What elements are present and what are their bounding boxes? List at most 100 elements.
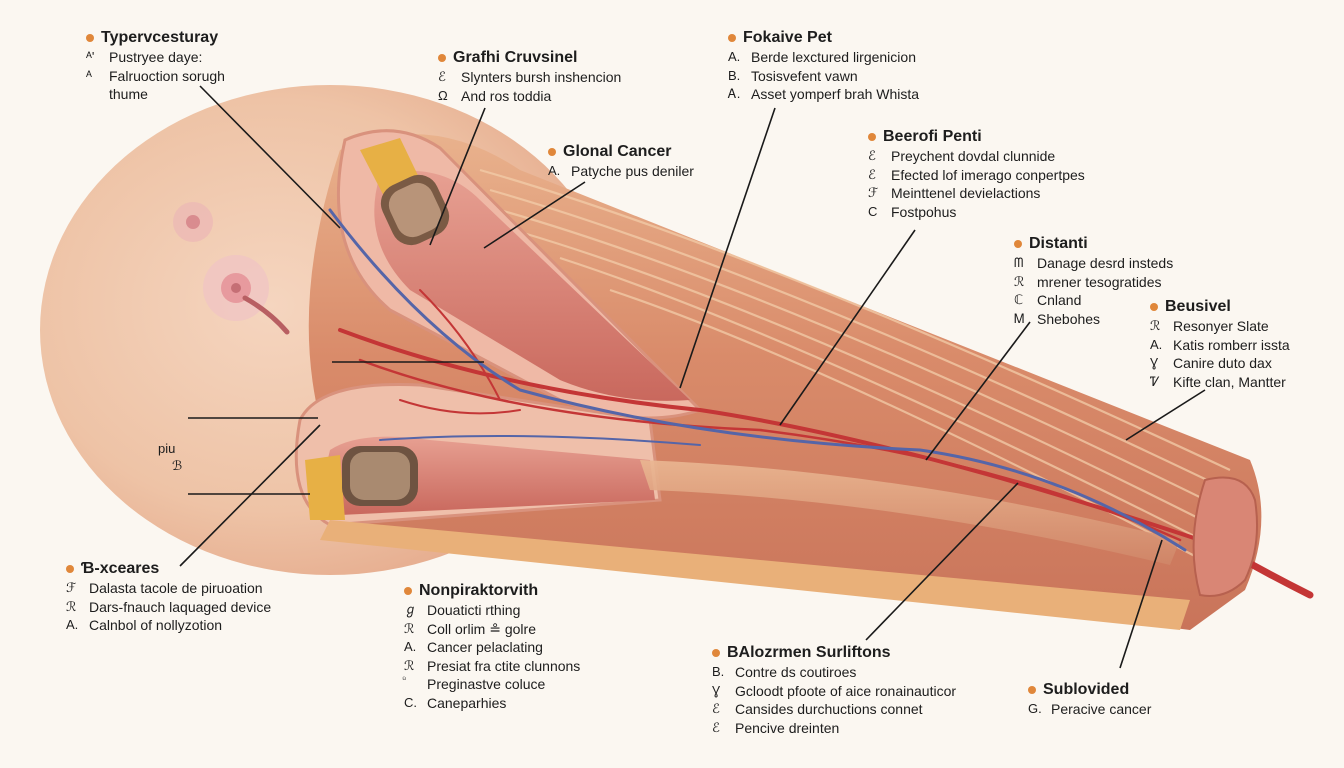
item-marker: Ɣ	[712, 682, 721, 698]
item-marker: ℰ	[868, 148, 876, 163]
callout-title: Distanti	[1029, 235, 1088, 252]
bullet-dot	[66, 565, 74, 573]
item-marker: ℛ	[404, 657, 415, 673]
item-text: Meinttenel devielactions	[891, 185, 1041, 201]
item-marker: ℰ	[868, 166, 876, 182]
item-text: Douaticti rthing	[427, 602, 521, 618]
side-label-text: piu	[158, 441, 176, 456]
item-marker: ℰ	[712, 719, 720, 735]
lower-sheath	[320, 520, 1190, 630]
item-marker: C.	[404, 694, 417, 710]
callout-title: Glonal Cancer	[563, 143, 672, 160]
item-marker: ℂ	[1014, 292, 1024, 307]
item-text: Coll orlim ≗ golre	[427, 620, 536, 637]
side-label: piu ℬ	[158, 440, 182, 474]
bullet-dot	[868, 133, 876, 141]
item-marker: A.	[1150, 336, 1163, 352]
vessels-blue	[328, 208, 1187, 552]
item-marker: ℛ	[1014, 273, 1025, 289]
item-text: Contre ds coutiroes	[735, 664, 857, 680]
bullet-dot	[712, 649, 720, 657]
callout-nonpiraktorvith: Nonpiraktorvith ℊ Douaticti rthing ℛ Coll …	[404, 581, 580, 712]
item-text: Preginastve coluce	[427, 676, 546, 692]
callout-title: Fokaive Pet	[743, 29, 832, 46]
item-text: Cnland	[1037, 292, 1082, 308]
upper-ring	[360, 138, 450, 246]
item-text: Berde lexctured lirgenicion	[751, 49, 916, 65]
item-marker: C	[868, 203, 878, 219]
callout-title: Grafhi Cruvsinel	[453, 49, 578, 66]
item-text: mrener tesogratides	[1037, 273, 1162, 290]
item-marker: ᴬ'	[86, 49, 95, 64]
item-text: Patyche pus deniler	[571, 163, 694, 179]
item-marker: ℛ	[66, 598, 77, 614]
item-marker: Ω	[438, 87, 448, 103]
item-text: Fostpohus	[891, 203, 957, 220]
bullet-dot	[728, 34, 736, 42]
item-text: Asset yomperf brah Whista	[751, 86, 920, 102]
item-text: Efected lof imerago conpertpes	[891, 166, 1085, 183]
callout-title: BAlozrmen Surliftons	[727, 644, 891, 661]
item-text: Presiat fra ctite clunnons	[427, 657, 581, 674]
bullet-dot	[1028, 686, 1036, 694]
item-text: thume	[109, 86, 148, 102]
callout-title: Typervcesturay	[101, 29, 219, 46]
item-marker: Ꮇ	[1014, 310, 1025, 326]
item-text: Cancer pelaclating	[427, 639, 543, 655]
item-marker: ℛ	[404, 620, 415, 636]
item-text: Pencive dreinten	[735, 719, 840, 736]
upper-inner-fibers	[374, 170, 690, 401]
mid-sheath	[640, 460, 1180, 565]
item-text: Caneparhies	[427, 694, 507, 711]
item-text: Kifte clan, Mantter	[1173, 373, 1286, 390]
item-text: Falruoction sorugh	[109, 67, 225, 84]
item-text: Slynters bursh inshencion	[461, 69, 622, 85]
lesion-small-core	[186, 215, 200, 229]
callout-title: Beusivel	[1165, 298, 1231, 315]
callout-title: Ɓ-xceares	[81, 560, 160, 577]
end-cap	[1192, 476, 1259, 597]
item-marker: G.	[1028, 701, 1042, 716]
bullet-dot	[438, 54, 446, 62]
lower-ring	[305, 446, 418, 520]
callout-title: Nonpiraktorvith	[419, 582, 539, 599]
bullet-dot	[1150, 303, 1158, 311]
callout-title: Sublovided	[1043, 681, 1130, 698]
item-marker: B.	[712, 664, 725, 679]
item-marker: ℛ	[1150, 318, 1161, 333]
item-text: Resonyer Slate	[1173, 318, 1269, 334]
item-marker: Ꭺ.	[728, 86, 741, 101]
item-text: Preychent dovdal clunnide	[891, 148, 1056, 164]
item-text: Cansides durchuctions connet	[735, 701, 923, 717]
callout-balozrmen-surliftons: BAlozrmen Surliftons B. Contre ds coutiro…	[712, 643, 956, 737]
item-text: Calnbol of nollyzotion	[89, 617, 223, 633]
item-marker: ℊ	[404, 602, 418, 617]
item-text: And ros toddia	[461, 87, 552, 104]
callout-beerofi-penti: Beerofi Penti ℰ Preychent dovdal clunnide…	[868, 127, 1085, 221]
callout-glonal-cancer: Glonal Cancer A.Patyche pus deniler	[548, 142, 694, 181]
callout-beusivel: Beusivel ℛ Resonyer Slate A. Katis romberr…	[1150, 297, 1290, 391]
bullet-dot	[1014, 240, 1022, 248]
callout-sublovided: Sublovided G.Peracive cancer	[1028, 680, 1151, 719]
item-marker: ℱ	[66, 580, 77, 595]
item-text: Pustryee daye:	[109, 49, 203, 65]
item-marker: Ꮴ	[1150, 373, 1160, 389]
item-text: Danage desrd insteds	[1037, 255, 1174, 271]
bullet-dot	[548, 148, 556, 156]
item-text: Gcloodt pfoote of aice ronainauticor	[735, 682, 957, 699]
item-text: Dalasta tacole de piruoation	[89, 580, 263, 596]
callout-title: Beerofi Penti	[883, 128, 982, 145]
item-text: Dars-fnauch laquaged device	[89, 598, 272, 615]
item-marker: A.	[66, 617, 79, 632]
item-marker: ᷴ	[404, 675, 418, 694]
item-text: Katis romberr issta	[1173, 336, 1290, 353]
leader-lines	[179, 85, 1206, 669]
item-text: Tosisvefent vawn	[751, 67, 858, 84]
side-label-sub: ℬ	[172, 458, 183, 473]
